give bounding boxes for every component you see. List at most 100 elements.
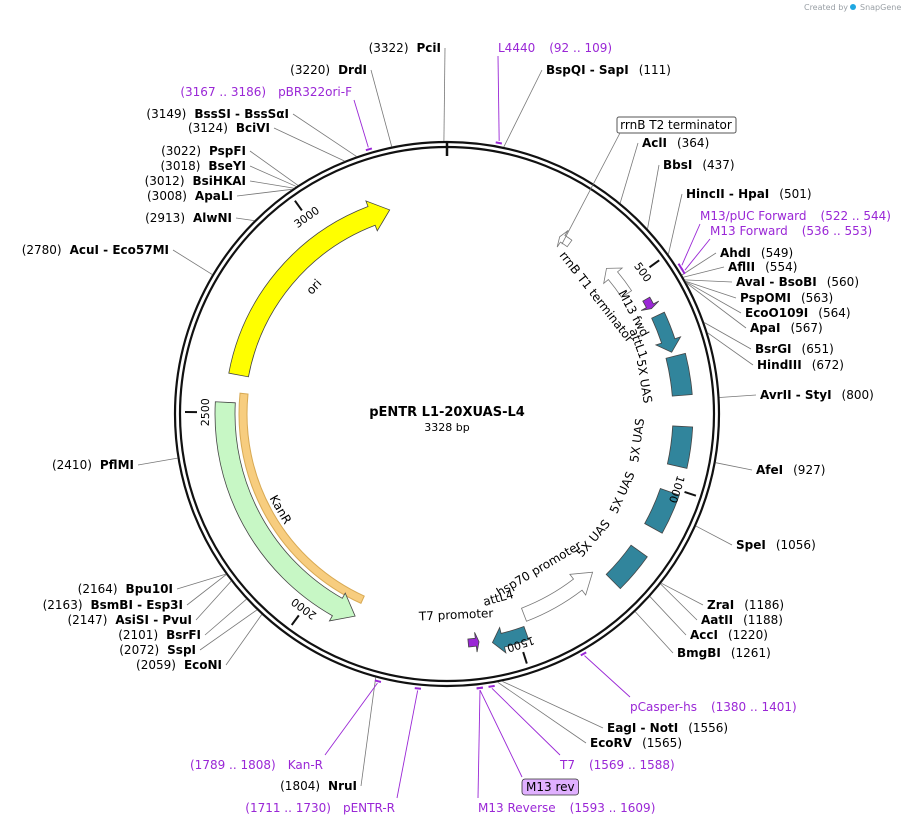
tick-mark	[294, 200, 303, 212]
enzyme-leader-line	[668, 193, 683, 255]
primer-binding-mark	[414, 687, 422, 690]
feature-5x-uas[interactable]	[666, 425, 694, 469]
enzyme-name: ZraI	[707, 598, 734, 612]
feature-ori[interactable]	[228, 200, 391, 378]
enzyme-site[interactable]: BmgBI(1261)	[677, 646, 771, 660]
enzyme-site[interactable]: (2101)BsrFI	[118, 628, 201, 642]
enzyme-leader-line	[660, 583, 698, 621]
enzyme-site[interactable]: AvaI - BsoBI(560)	[736, 275, 859, 289]
enzyme-leader-line	[370, 69, 393, 147]
enzyme-name: AvaI - BsoBI	[736, 275, 817, 289]
enzyme-site[interactable]: (2913)AlwNI	[145, 211, 232, 225]
snapgene-logo-icon	[850, 4, 856, 10]
enzyme-site[interactable]: (2164)Bpu10I	[78, 582, 173, 596]
enzyme-site[interactable]: (1804)NruI	[280, 779, 357, 793]
enzyme-site[interactable]: AatII(1188)	[701, 613, 783, 627]
enzyme-leader-line	[685, 280, 737, 299]
primer-site[interactable]: M13 Forward(536 .. 553)	[710, 224, 872, 238]
enzyme-site[interactable]: AfeI(927)	[756, 463, 825, 477]
feature-5x-uas[interactable]	[665, 352, 693, 397]
primer-site[interactable]: pCasper-hs(1380 .. 1401)	[630, 700, 797, 714]
plasmid-length: 3328 bp	[424, 421, 469, 434]
enzyme-position: (549)	[761, 246, 793, 260]
enzyme-name: PspFI	[209, 144, 246, 158]
enzyme-site[interactable]: (3018)BseYI	[161, 159, 247, 173]
enzyme-name: AcuI - Eco57MI	[70, 243, 169, 257]
feature-5x-uas[interactable]	[644, 488, 680, 534]
enzyme-site[interactable]: BspQI - SapI(111)	[546, 63, 671, 77]
feature-attl1[interactable]	[651, 311, 682, 353]
enzyme-leader-line	[634, 611, 674, 654]
enzyme-name: EcoO109I	[745, 306, 808, 320]
enzyme-site[interactable]: (2147)AsiSI - PvuI	[67, 613, 192, 627]
primer-binding-mark	[476, 686, 483, 690]
enzyme-site[interactable]: EcoO109I(564)	[745, 306, 851, 320]
enzyme-site[interactable]: (2163)BsmBI - Esp3I	[43, 598, 183, 612]
enzyme-name: AlwNI	[193, 211, 232, 225]
primer-site[interactable]: M13 Reverse(1593 .. 1609)	[478, 801, 655, 815]
label-leader	[561, 132, 621, 245]
enzyme-site[interactable]: (2059)EcoNI	[136, 658, 222, 672]
primer-leader-line	[681, 223, 701, 266]
enzyme-site[interactable]: AccI(1220)	[690, 628, 768, 642]
enzyme-position: (1220)	[728, 628, 768, 642]
enzyme-site[interactable]: AclI(364)	[642, 136, 709, 150]
enzyme-position: (3220)	[290, 63, 330, 77]
enzyme-site[interactable]: (3149)BssSI - BssSαI	[146, 107, 289, 121]
enzyme-leader-line	[195, 580, 232, 621]
enzyme-site[interactable]: SpeI(1056)	[736, 538, 816, 552]
primer-site[interactable]: L4440(92 .. 109)	[498, 41, 612, 55]
enzyme-site[interactable]: HindIII(672)	[757, 358, 844, 372]
enzyme-site[interactable]: (3008)ApaLI	[147, 189, 233, 203]
enzyme-site[interactable]: EagI - NotI(1556)	[607, 721, 728, 735]
watermark-prefix: Created by	[804, 3, 848, 12]
enzyme-leader-line	[649, 596, 687, 636]
enzyme-site[interactable]: ZraI(1186)	[707, 598, 784, 612]
feature-rrnb-t1-terminator[interactable]	[603, 267, 633, 298]
enzyme-site[interactable]: HincII - HpaI(501)	[686, 187, 812, 201]
enzyme-leader-line	[292, 113, 357, 157]
enzyme-site[interactable]: (3022) PspFI	[161, 144, 246, 158]
enzyme-site[interactable]: (3322)PciI	[369, 41, 441, 55]
enzyme-position: (672)	[812, 358, 844, 372]
enzyme-site[interactable]: (3220)DrdI	[290, 63, 367, 77]
enzyme-site[interactable]: PspOMI(563)	[740, 291, 833, 305]
enzyme-position: (3022)	[161, 144, 201, 158]
enzyme-site[interactable]: AhdI(549)	[720, 246, 793, 260]
enzyme-site[interactable]: (3012)BsiHKAI	[145, 174, 246, 188]
primer-name: L4440	[498, 41, 535, 55]
feature-attl4[interactable]	[491, 625, 530, 654]
enzyme-site[interactable]: (3124)BciVI	[188, 121, 270, 135]
enzyme-name: AclI	[642, 136, 667, 150]
enzyme-site[interactable]: BbsI(437)	[663, 158, 735, 172]
feature-m13-fwd[interactable]	[640, 296, 660, 311]
primer-site[interactable]: (1711 .. 1730)pENTR-R	[245, 801, 395, 815]
enzyme-site[interactable]: AvrII - StyI(800)	[760, 388, 874, 402]
enzyme-position: (3124)	[188, 121, 228, 135]
feature-5x-uas[interactable]	[605, 544, 648, 590]
enzyme-site[interactable]: (2410)PflMI	[52, 458, 134, 472]
primer-site[interactable]: T7(1569 .. 1588)	[559, 758, 675, 772]
feature-t7-promoter[interactable]	[467, 632, 480, 653]
enzyme-position: (1556)	[688, 721, 728, 735]
enzyme-name: PflMI	[100, 458, 134, 472]
primer-site[interactable]: (3167 .. 3186)pBR322ori-F	[180, 85, 352, 99]
enzyme-leader-line	[685, 281, 742, 314]
enzyme-site[interactable]: (2780)AcuI - Eco57MI	[22, 243, 169, 257]
feature-label: 5X UAS	[634, 358, 655, 404]
feature-kanr[interactable]	[214, 401, 356, 622]
enzyme-site[interactable]: AflII(554)	[728, 260, 797, 274]
primer-leader-line	[584, 655, 631, 698]
feature-hsp70-promoter[interactable]	[520, 571, 594, 622]
enzyme-site[interactable]: (2072)SspI	[119, 643, 196, 657]
enzyme-site[interactable]: ApaI(567)	[750, 321, 823, 335]
enzyme-name: EcoRV	[590, 736, 633, 750]
primer-site[interactable]: M13/pUC Forward(522 .. 544)	[700, 209, 891, 223]
enzyme-site[interactable]: EcoRV(1565)	[590, 736, 682, 750]
primer-site[interactable]: (1789 .. 1808)Kan-R	[190, 758, 323, 772]
feature-label: T7 promoter	[418, 606, 494, 623]
enzyme-site[interactable]: BsrGI(651)	[755, 342, 834, 356]
primer-leader-lines	[324, 55, 711, 799]
primer-site-highlighted[interactable]: M13 rev	[521, 778, 579, 796]
